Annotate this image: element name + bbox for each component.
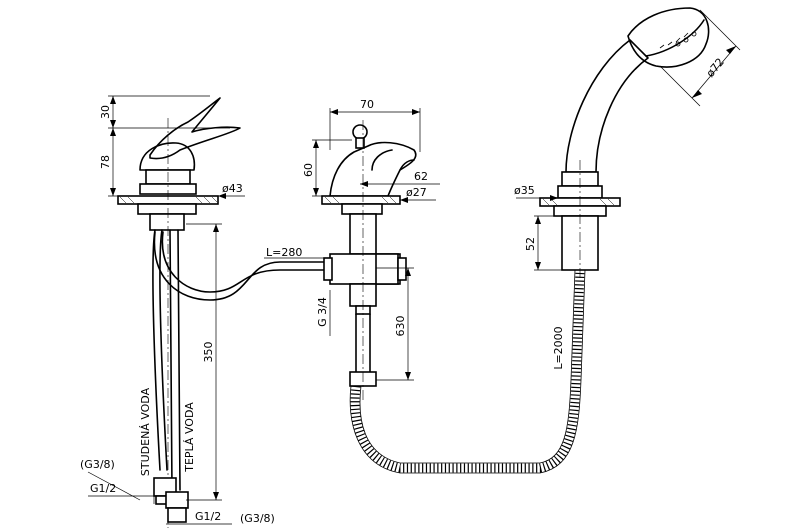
- dim-hose-length-flexible: L=280: [266, 246, 302, 259]
- shower-hose: [349, 269, 586, 474]
- dim-lever-height: 30: [99, 105, 112, 119]
- holder-body: [561, 215, 599, 271]
- left-mixer-nut: [137, 203, 197, 215]
- dim-base-diameter-left: ø43: [222, 182, 243, 195]
- dim-spout-offset: 62: [414, 170, 428, 183]
- center-base: [321, 195, 401, 205]
- dim-center-height: 60: [302, 163, 315, 177]
- thread-g38-right: (G3/8): [240, 512, 275, 525]
- dim-riser-length: 630: [394, 316, 407, 337]
- center-mixer: 70 60 62 ø27 L=280 G 3/4 630: [264, 98, 440, 400]
- dim-connection-height: 350: [202, 342, 215, 363]
- left-mixer: 30 78 ø43 350 STUDENÁ VODA TEPLÁ VODA (G…: [80, 95, 331, 528]
- hand-shower: ø72 ø35 52 L=2000: [514, 7, 741, 370]
- dim-handshower-diameter: ø72: [704, 56, 727, 80]
- center-knob: [352, 124, 368, 140]
- left-hot-fitting: [165, 491, 189, 509]
- dim-holder-height: 52: [524, 237, 537, 251]
- dim-thread-center: G 3/4: [316, 297, 329, 327]
- left-mixer-lever: [149, 97, 241, 160]
- connecting-hose-280: [153, 231, 331, 301]
- thread-g12-left: G1/2: [90, 482, 116, 495]
- dim-spout-length: 70: [360, 98, 374, 111]
- dim-body-height: 78: [99, 155, 112, 169]
- hand-shower-handle: [565, 39, 649, 173]
- label-hot-water: TEPLÁ VODA: [183, 402, 196, 473]
- center-spout: [329, 141, 417, 197]
- thread-g12-right: G1/2: [195, 510, 221, 523]
- left-cold-hose: [152, 229, 161, 471]
- dim-base-diameter-center: ø27: [406, 186, 427, 199]
- thread-g38-left: (G3/8): [80, 458, 115, 471]
- dim-holder-diameter: ø35: [514, 184, 535, 197]
- label-cold-water: STUDENÁ VODA: [139, 387, 152, 476]
- hand-shower-head: [627, 7, 710, 68]
- left-hot-hose: [169, 229, 173, 491]
- left-mixer-body: [139, 142, 196, 171]
- dim-shower-hose-length: L=2000: [552, 326, 565, 369]
